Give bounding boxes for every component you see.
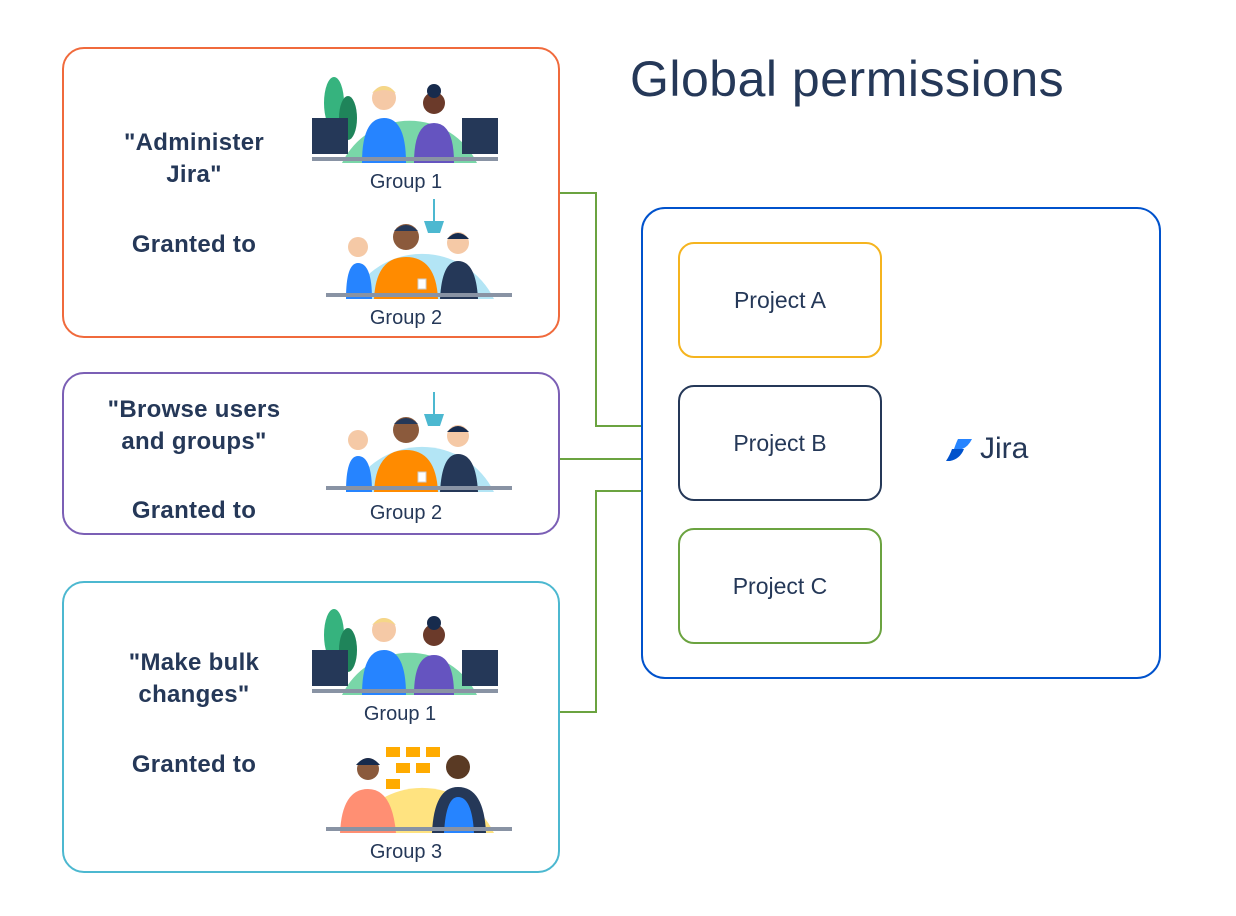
permission-card-administer-jira: "Administer Jira" Granted to Group 1 Gro…: [62, 47, 560, 338]
granted-to-label: Granted to: [131, 751, 257, 778]
connector-administer: [560, 192, 641, 427]
project-label: Project B: [733, 429, 827, 456]
project-label: Project A: [733, 286, 827, 313]
permission-card-browse-users: "Browse users and groups" Granted to Gro…: [62, 372, 560, 535]
permission-name-line1: "Make bulk: [128, 649, 260, 676]
group-2-illustration: [326, 392, 512, 492]
permission-name: "Make bulk changes": [64, 647, 324, 711]
granted-to-label: Granted to: [131, 497, 257, 524]
project-b: Project B: [678, 385, 882, 501]
page-title: Global permissions: [630, 51, 1065, 107]
permission-name-line1: "Administer: [123, 129, 265, 156]
group-label: Group 1: [363, 703, 437, 725]
permission-name: "Browse users and groups": [64, 394, 324, 458]
group-3-illustration: [326, 747, 512, 833]
permission-name-line2: Jira": [166, 161, 222, 188]
group-1-illustration: [312, 609, 498, 695]
permission-name-line1: "Browse users: [107, 396, 281, 423]
group-1-illustration: [312, 77, 498, 163]
jira-logo: Jira: [946, 432, 1028, 466]
permission-name-line2: and groups": [121, 428, 267, 455]
project-c: Project C: [678, 528, 882, 644]
group-label: Group 3: [369, 841, 443, 863]
permission-card-make-bulk-changes: "Make bulk changes" Granted to Group 1 G: [62, 581, 560, 873]
project-a: Project A: [678, 242, 882, 358]
group-label: Group 2: [369, 502, 443, 524]
group-label: Group 2: [369, 307, 443, 329]
jira-icon: [946, 439, 972, 461]
group-2-illustration: [326, 199, 512, 299]
jira-wordmark: Jira: [980, 432, 1029, 465]
permission-name: "Administer Jira": [64, 127, 324, 191]
group-label: Group 1: [369, 171, 443, 193]
permission-name-line2: changes": [138, 681, 250, 708]
connector-bulk: [560, 490, 641, 713]
project-label: Project C: [732, 572, 828, 599]
granted-to-label: Granted to: [131, 231, 257, 258]
